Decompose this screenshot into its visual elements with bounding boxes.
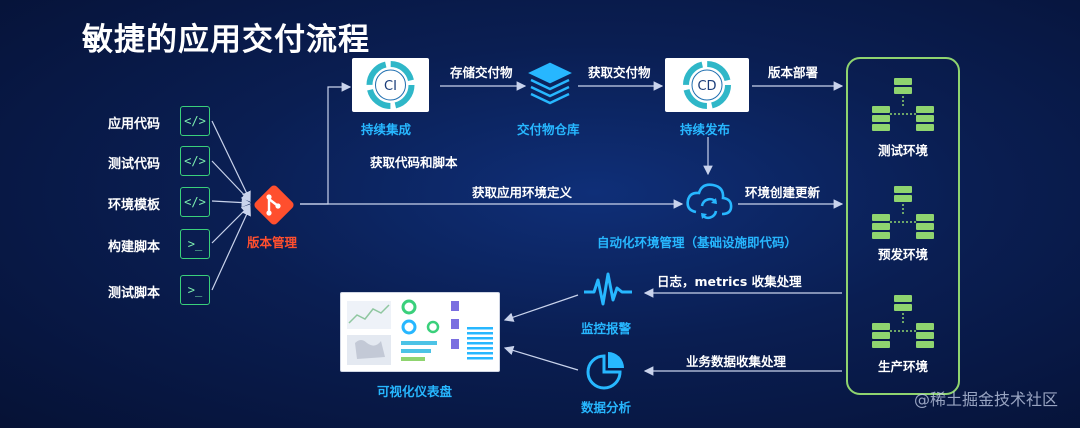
automation-label: 自动化环境管理（基础设施即代码） [597, 235, 798, 250]
analytics-label: 数据分析 [581, 400, 632, 415]
env-label-test: 测试环境 [878, 143, 929, 158]
artifact-repo-label: 交付物仓库 [517, 122, 580, 137]
edge-label-logs: 日志，metrics 收集处理 [657, 274, 802, 289]
pulse-icon [582, 270, 634, 310]
cd-badge: CD [697, 79, 716, 94]
edge-label-env-def: 获取应用环境定义 [472, 185, 573, 200]
edge-label-code-scripts: 获取代码和脚本 [370, 155, 458, 170]
code-icon: </> [180, 146, 210, 176]
dashboard-thumbnail [340, 292, 500, 372]
server-cluster-icon [868, 293, 938, 349]
server-cluster-icon [868, 76, 938, 132]
cd-label: 持续发布 [680, 122, 731, 137]
terminal-icon: >_ [180, 229, 210, 259]
edge-label-biz: 业务数据收集处理 [686, 354, 787, 369]
watermark: @稀土掘金技术社区 [913, 390, 1058, 409]
ci-badge: CI [384, 79, 397, 94]
source-label-test-code: 测试代码 [107, 157, 160, 172]
environments-frame [846, 57, 960, 395]
source-label-build-script: 构建脚本 [107, 240, 160, 255]
ci-card: CI [352, 58, 429, 112]
server-cluster-icon [868, 184, 938, 240]
edge-label-store: 存储交付物 [450, 65, 513, 80]
terminal-icon: >_ [180, 275, 210, 305]
edge-label-fetch: 获取交付物 [588, 65, 651, 80]
env-label-staging: 预发环境 [878, 247, 929, 262]
code-icon: </> [180, 187, 210, 217]
monitor-label: 监控报警 [581, 321, 632, 336]
source-label-env-template: 环境模板 [107, 198, 160, 213]
edge-label-env-update: 环境创建更新 [745, 185, 821, 200]
sync-icon [682, 178, 736, 228]
layers-icon [525, 58, 575, 108]
env-label-production: 生产环境 [878, 359, 929, 374]
git-icon [252, 183, 296, 227]
source-label-app-code: 应用代码 [107, 117, 160, 132]
vcs-label: 版本管理 [247, 235, 298, 250]
ci-label: 持续集成 [361, 122, 412, 137]
page-title: 敏捷的应用交付流程 [82, 22, 370, 58]
code-icon: </> [180, 106, 210, 136]
dashboard-label: 可视化仪表盘 [377, 384, 453, 399]
cd-card: CD [665, 58, 749, 112]
pie-icon [585, 350, 627, 392]
edge-label-deploy: 版本部署 [768, 65, 819, 80]
source-label-test-script: 测试脚本 [107, 286, 160, 301]
